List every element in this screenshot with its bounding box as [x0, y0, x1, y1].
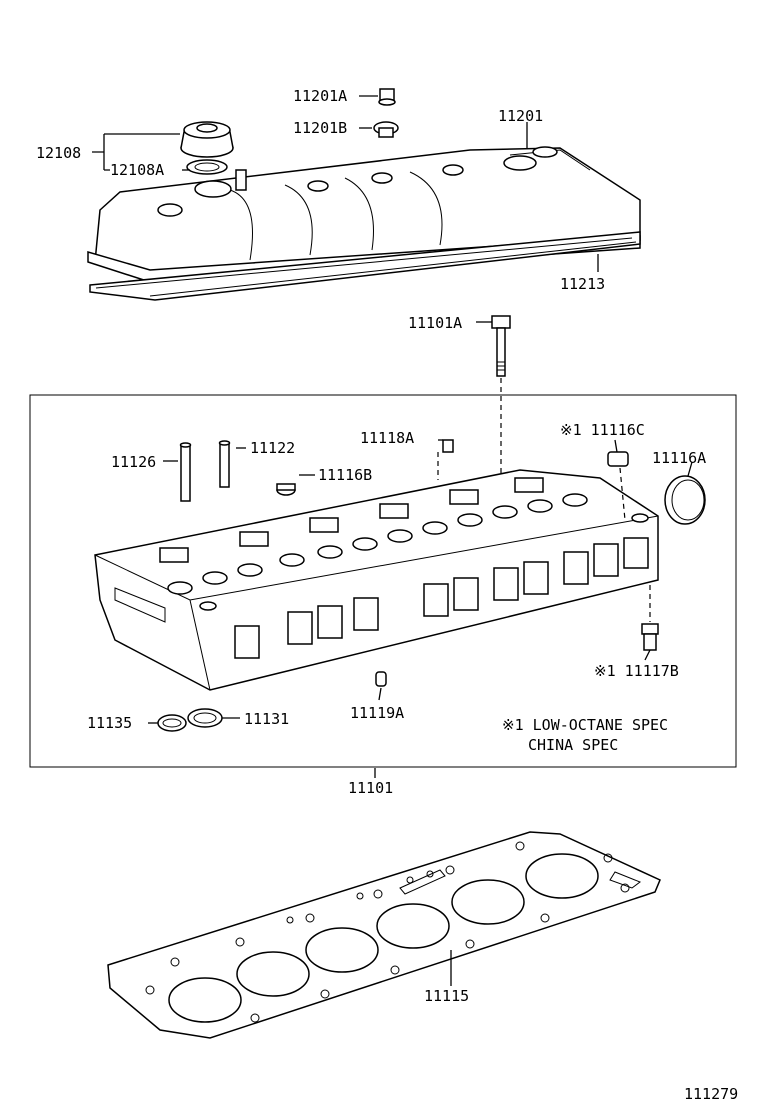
- label-11119a: 11119A: [350, 704, 404, 722]
- cylinder-head-bolt: [491, 315, 511, 480]
- cam-bearing-caps: [159, 477, 544, 563]
- cylinder-head-box: [29, 394, 737, 768]
- label-11131: 11131: [244, 710, 289, 728]
- label-11118a: 11118A: [360, 429, 414, 447]
- label-12108: 12108: [36, 144, 81, 162]
- intake-ports: [234, 537, 649, 659]
- label-11213: 11213: [560, 275, 605, 293]
- seal-11131: [187, 708, 223, 728]
- cylinder-head: [94, 469, 659, 691]
- cylinder-head-gasket: [107, 831, 661, 1039]
- label-11122: 11122: [250, 439, 295, 457]
- leader-lines: [92, 95, 693, 986]
- label-11115: 11115: [424, 987, 469, 1005]
- plug-11118a: [437, 439, 454, 480]
- part-labels: 11201A 11201B 11201 12108 12108A 11213 1…: [36, 87, 738, 1103]
- label-11126: 11126: [111, 453, 156, 471]
- label-11101a: 11101A: [408, 314, 462, 332]
- plug-11116a: [664, 475, 706, 525]
- label-11101: 11101: [348, 779, 393, 797]
- valve-guide-11122: [218, 440, 231, 488]
- plug-11116c: [607, 451, 629, 521]
- oil-filler-cap-gasket: [186, 159, 228, 175]
- plug-11201a: [378, 88, 396, 106]
- pin-11119a: [375, 671, 387, 687]
- label-12108a: 12108A: [110, 161, 164, 179]
- label-11116a: 11116A: [652, 449, 706, 467]
- diagram-code: 111279: [684, 1085, 738, 1103]
- label-11116b: 11116B: [318, 466, 372, 484]
- oil-filler-cap: [180, 121, 234, 158]
- label-11135: 11135: [87, 714, 132, 732]
- label-11201a: 11201A: [293, 87, 347, 105]
- label-11201: 11201: [498, 107, 543, 125]
- label-11201b: 11201B: [293, 119, 347, 137]
- plug-11116b: [276, 483, 296, 496]
- plug-11117b: [641, 585, 659, 651]
- valve-guide-11126: [179, 442, 192, 502]
- label-11117b: ※1 11117B: [594, 662, 679, 680]
- note-china-spec: CHINA SPEC: [528, 736, 618, 754]
- note-low-octane-spec: ※1 LOW-OCTANE SPEC: [502, 716, 668, 734]
- valve-seats: [167, 493, 588, 595]
- valve-cover-gasket: [89, 231, 641, 301]
- label-11116c: ※1 11116C: [560, 421, 645, 439]
- plug-11201b: [373, 121, 399, 138]
- seal-11135: [157, 714, 187, 732]
